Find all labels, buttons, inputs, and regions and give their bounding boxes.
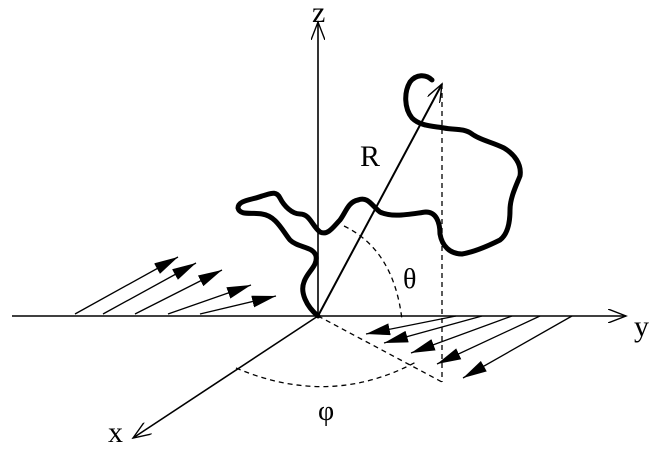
z-axis-label: z	[312, 0, 326, 29]
phi-label: φ	[318, 396, 335, 427]
y-axis-label: y	[634, 310, 649, 343]
x-axis	[133, 315, 319, 438]
polymer-chain	[235, 73, 523, 319]
r-vector	[317, 84, 442, 317]
outgoing-beam-arrows	[365, 315, 573, 379]
r-vector-label: R	[360, 140, 381, 173]
phi-arc	[235, 361, 417, 388]
projection-lines	[235, 84, 443, 388]
theta-arc	[343, 225, 403, 321]
x-axis-label: x	[108, 416, 123, 449]
theta-label: θ	[403, 264, 417, 295]
incident-beam-arrows	[74, 256, 277, 315]
